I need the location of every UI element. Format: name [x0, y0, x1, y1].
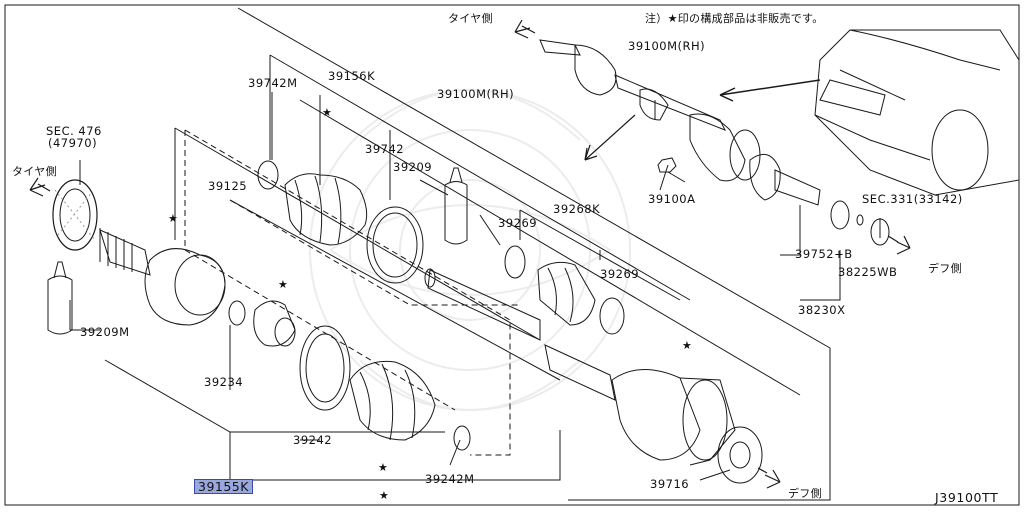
band-39242M: [453, 425, 471, 451]
boot-upper: [284, 173, 368, 246]
direction-tire-side-top: タイヤ側: [448, 12, 493, 25]
label-39742M[interactable]: 39742M: [248, 76, 298, 90]
label-sec476: SEC. 476: [46, 124, 102, 138]
direction-arrows: [29, 19, 911, 489]
band-39742M: [257, 160, 279, 190]
star-marker-upper-boot: ★: [322, 106, 332, 119]
label-39209M[interactable]: 39209M: [80, 325, 130, 339]
bolt-39100A: [657, 157, 686, 183]
kit-bracket-39268K: [519, 209, 681, 301]
outboard-cv-joint: [99, 228, 226, 326]
watermark-emblem: [309, 89, 631, 411]
band-39269-a: [504, 245, 526, 279]
label-sec476-ref: (47970): [48, 136, 98, 150]
bearing-stub: [749, 153, 821, 206]
direction-diff-side-right: デフ側: [928, 262, 962, 275]
label-39100M-rh-top[interactable]: 39100M(RH): [628, 39, 706, 53]
band-39742: [366, 206, 424, 284]
star-marker-bracket: ★: [379, 489, 389, 502]
direction-tire-side-left: タイヤ側: [12, 165, 57, 178]
label-39100A[interactable]: 39100A: [648, 192, 696, 206]
complete-shaft-assembly: [539, 39, 761, 182]
label-39269-b[interactable]: 39269: [600, 267, 640, 281]
diagram-code: J39100TT: [935, 490, 999, 505]
label-39156K[interactable]: 39156K: [328, 69, 376, 83]
vehicle-silhouette: [814, 29, 1020, 196]
label-38225WB[interactable]: 38225WB: [838, 265, 898, 279]
label-39752B[interactable]: 39752+B: [795, 247, 853, 261]
outer-frame: [4, 4, 1020, 506]
boot-inner: [537, 261, 596, 326]
star-marker-inner-race: ★: [278, 278, 288, 291]
snap-ring-39234: [228, 300, 246, 326]
band-39242: [299, 325, 351, 411]
tone-ring: [52, 179, 98, 251]
star-marker-lower-boot: ★: [378, 461, 388, 474]
label-39242[interactable]: 39242: [293, 433, 333, 447]
note-not-for-sale: 注）★印の構成部品は非販売です。: [645, 12, 824, 25]
label-39269-a[interactable]: 39269: [498, 216, 538, 230]
grease-tube-left: [47, 261, 73, 335]
clip-38225: [856, 214, 864, 226]
label-sec331: SEC.331(33142): [862, 192, 963, 206]
drive-shaft: [424, 268, 541, 341]
boot-lower: [349, 360, 436, 441]
inner-joint-housing: [544, 344, 736, 466]
star-marker-housing: ★: [682, 339, 692, 352]
label-39234[interactable]: 39234: [204, 375, 244, 389]
label-39100M-rh-mid[interactable]: 39100M(RH): [437, 87, 515, 101]
grease-tube-mid: [444, 167, 468, 245]
direction-diff-side-bottom: デフ側: [788, 487, 822, 500]
seal-39716: [717, 426, 763, 484]
label-38230X[interactable]: 38230X: [798, 303, 846, 317]
kit-bracket-39156K: [269, 54, 691, 301]
label-39716[interactable]: 39716: [650, 477, 690, 491]
label-39242M[interactable]: 39242M: [425, 472, 475, 486]
inner-race-39125: [253, 300, 296, 347]
star-marker-outboard-joint: ★: [168, 212, 178, 225]
band-39269-b: [599, 297, 625, 335]
label-39209[interactable]: 39209: [393, 160, 433, 174]
label-39268K[interactable]: 39268K: [553, 202, 601, 216]
label-39155K-highlighted[interactable]: 39155K: [194, 479, 253, 494]
assembly-bracket-39100M: [237, 7, 831, 501]
label-39125[interactable]: 39125: [208, 179, 248, 193]
label-39742[interactable]: 39742: [365, 142, 405, 156]
seal-33142: [870, 218, 890, 246]
ring-39752: [830, 200, 850, 230]
